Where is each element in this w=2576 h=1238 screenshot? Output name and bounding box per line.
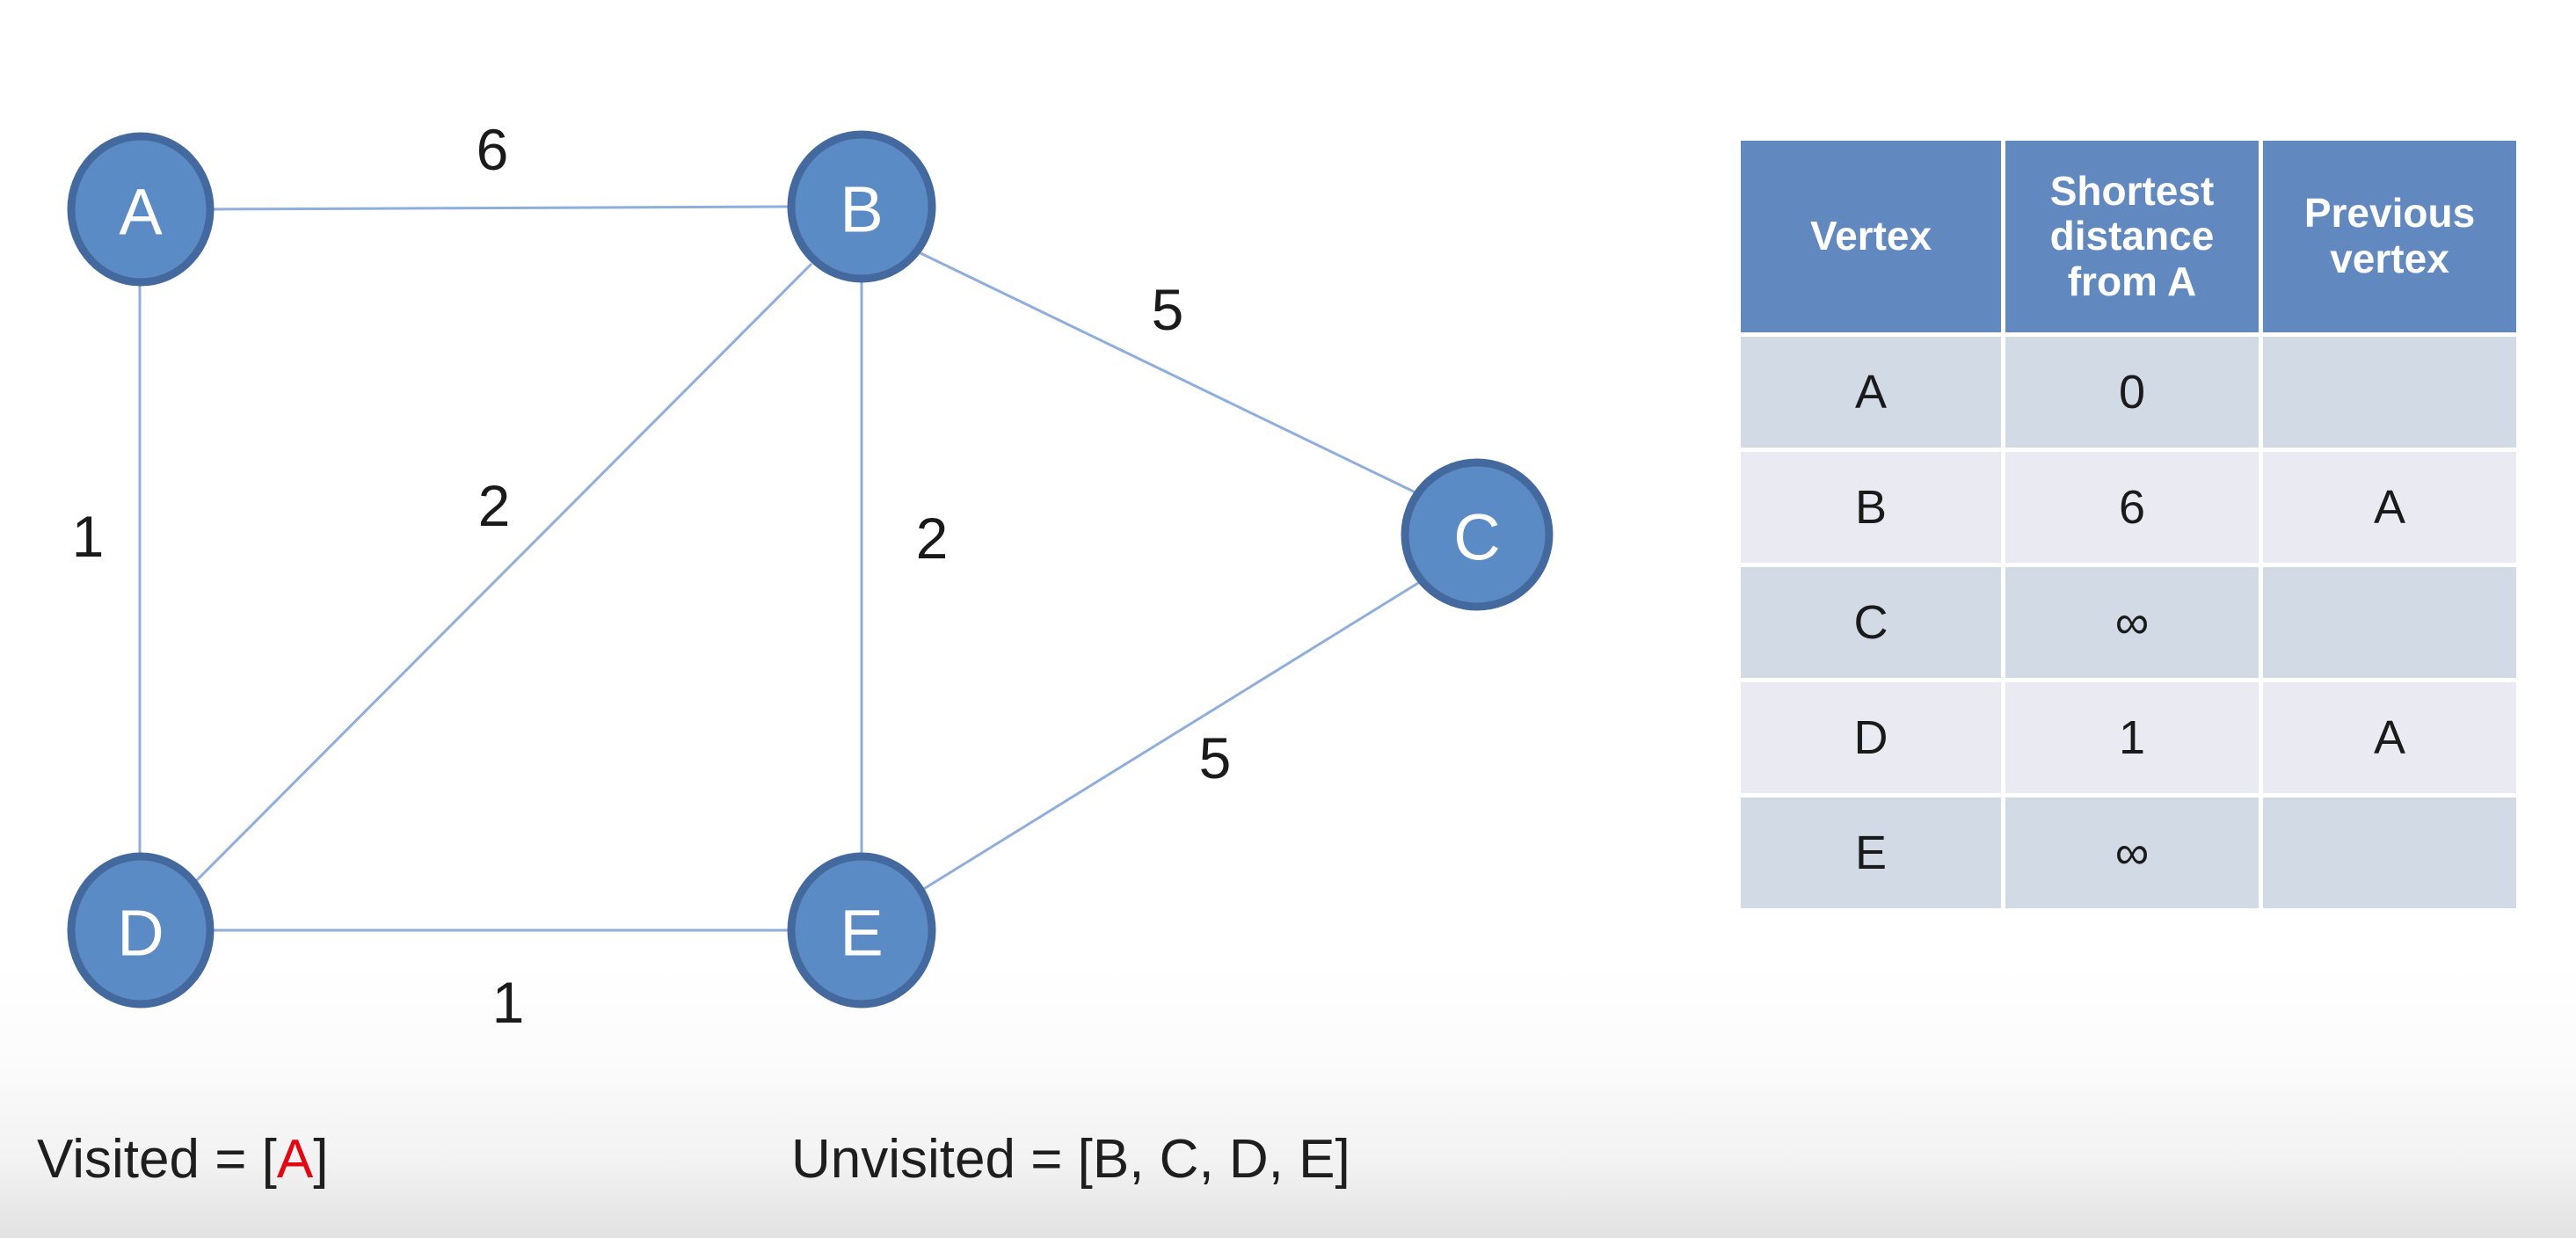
visited-value: A: [276, 1129, 314, 1190]
visited-prefix-label: Visited = [: [37, 1129, 277, 1190]
graph-node-a[interactable]: A: [67, 132, 215, 287]
graph-edges: [138, 205, 1423, 932]
cell-previous: [2263, 337, 2516, 448]
edge-weight-b-c: 5: [1152, 277, 1184, 342]
cell-distance: ∞: [2005, 797, 2259, 908]
graph-nodes: A B C D E: [67, 130, 1554, 1009]
table-row: C ∞: [1741, 567, 2516, 678]
graph-node-e[interactable]: E: [787, 852, 936, 1009]
cell-distance: 6: [2005, 452, 2259, 563]
visited-suffix-label: ]: [313, 1129, 329, 1190]
table-row: E ∞: [1741, 797, 2516, 908]
graph-node-c[interactable]: C: [1401, 458, 1554, 611]
cell-vertex: B: [1741, 452, 2001, 563]
edge-b-d: [191, 262, 813, 886]
column-header-vertex: Vertex: [1741, 141, 2001, 332]
node-a-label: A: [119, 176, 163, 249]
unvisited-set: Unvisited = [B, C, D, E]: [791, 1129, 1350, 1190]
edge-weight-a-b: 6: [477, 117, 509, 182]
column-header-shortest-distance: Shortest distance from A: [2005, 141, 2259, 332]
node-e-label: E: [840, 897, 883, 970]
cell-previous: A: [2263, 682, 2516, 793]
graph-edge-weights: 6 1 2 2 5 1 5: [72, 117, 1232, 1035]
edge-weight-a-d: 1: [72, 504, 105, 569]
cell-vertex: D: [1741, 682, 2001, 793]
node-e-circle[interactable]: [787, 852, 936, 1009]
cell-vertex: C: [1741, 567, 2001, 678]
node-d-circle[interactable]: [67, 852, 215, 1009]
graph-node-d[interactable]: D: [67, 852, 215, 1009]
edge-b-c: [916, 250, 1420, 496]
cell-vertex: E: [1741, 797, 2001, 908]
node-c-label: C: [1453, 501, 1500, 574]
table-header-row: Vertex Shortest distance from A Previous…: [1741, 141, 2516, 332]
graph-diagram: 6 1 2 2 5 1 5 A B C D: [67, 117, 1554, 1035]
table-row: D 1 A: [1741, 682, 2516, 793]
edge-weight-d-e: 1: [492, 970, 525, 1035]
visited-set: Visited = [A]: [37, 1129, 329, 1190]
node-b-circle[interactable]: [787, 130, 936, 283]
cell-distance: ∞: [2005, 567, 2259, 678]
table-row: A 0: [1741, 337, 2516, 448]
edge-weight-b-d: 2: [478, 473, 511, 538]
algorithm-state-footer: Visited = [A] Unvisited = [B, C, D, E]: [0, 1129, 2576, 1227]
column-header-previous-vertex: Previous vertex: [2263, 141, 2516, 332]
node-b-label: B: [840, 173, 883, 246]
edge-weight-b-e: 2: [916, 506, 949, 571]
node-c-circle[interactable]: [1401, 458, 1554, 611]
table-row: B 6 A: [1741, 452, 2516, 563]
cell-previous: [2263, 797, 2516, 908]
cell-previous: A: [2263, 452, 2516, 563]
edge-a-b: [209, 205, 792, 211]
cell-distance: 1: [2005, 682, 2259, 793]
cell-distance: 0: [2005, 337, 2259, 448]
graph-node-b[interactable]: B: [787, 130, 936, 283]
node-a-circle[interactable]: [67, 132, 215, 287]
edge-e-c: [921, 579, 1423, 892]
edge-weight-e-c: 5: [1199, 725, 1232, 790]
dijkstra-distance-table: Vertex Shortest distance from A Previous…: [1736, 136, 2521, 913]
cell-previous: [2263, 567, 2516, 678]
cell-vertex: A: [1741, 337, 2001, 448]
node-d-label: D: [117, 897, 164, 970]
